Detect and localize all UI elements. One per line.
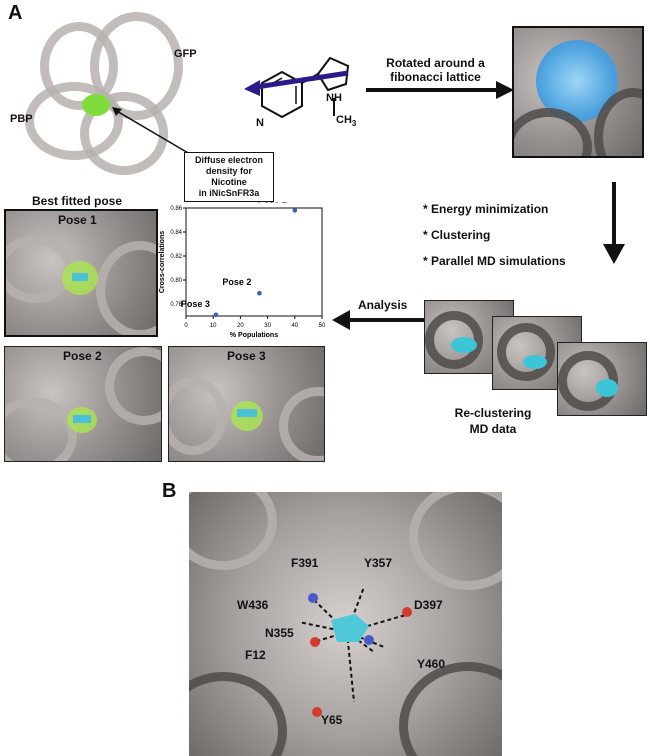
methyl-subscript: 3 (351, 119, 357, 129)
residue-f391: F391 (291, 556, 319, 570)
y-tick-label: 0.78 (170, 302, 182, 308)
pyridine-n-label: N (256, 117, 264, 129)
residue-w436: W436 (237, 598, 269, 612)
y-tick-label: 0.86 (170, 206, 182, 212)
panel-a-letter: A (8, 2, 23, 24)
data-point-label: Pose 2 (222, 277, 251, 287)
rotated-line-2: fibonacci lattice (390, 70, 481, 84)
lattice-sampling-image (512, 26, 644, 158)
callout-pointer (112, 107, 196, 158)
methyl-ch-text: CH (336, 114, 352, 126)
x-axis-label: % Populations (230, 332, 278, 339)
residue-d397: D397 (414, 598, 443, 612)
y-tick-label: 0.80 (170, 278, 182, 284)
panel-b-letter: B (162, 480, 177, 502)
residue-f12: F12 (245, 648, 266, 662)
step-clustering: * Clustering (423, 228, 491, 242)
electron-density-callout: Diffuse electron density for Nicotine in… (184, 152, 274, 202)
rotated-label: Rotated around a fibonacci lattice (368, 56, 503, 84)
data-point-label: Pose 3 (181, 299, 210, 309)
step-parallel-md: * Parallel MD simulations (423, 254, 566, 268)
analysis-label: Analysis (358, 298, 408, 312)
methyl-label: CH3 (336, 114, 356, 128)
residue-n355: N355 (265, 626, 294, 640)
pose-3-title: Pose 3 (227, 349, 266, 363)
callout-line-4: in iNicSnFR3a (198, 188, 260, 198)
nicotine-density-blob (82, 94, 110, 116)
pose-1-image: Pose 1 (4, 209, 158, 337)
best-fitted-title: Best fitted pose (32, 194, 123, 208)
pose-1-title: Pose 1 (58, 213, 97, 227)
x-tick-label: 20 (237, 323, 244, 329)
pose-3-image: Pose 3 (168, 346, 325, 462)
cross-correlation-scatter: 0 10 20 30 40 50 0.78 0.80 0.82 0.84 0.86 % Populat… (159, 202, 326, 339)
y-tick-label: 0.84 (170, 230, 182, 236)
x-tick-label: 0 (184, 323, 188, 329)
data-point-label: Pose 1 (258, 202, 287, 204)
process-steps: * Energy minimization * Clustering * Par… (423, 196, 566, 274)
recluster-line-1: Re-clustering (454, 406, 532, 420)
callout-line-1: Diffuse electron (194, 155, 263, 165)
x-tick-label: 10 (210, 323, 217, 329)
down-arrow-icon (603, 182, 625, 264)
data-point (292, 208, 298, 213)
gfp-label: GFP (174, 48, 197, 60)
recluster-line-2: MD data (469, 422, 517, 436)
binding-site-image: F391 Y357 W436 D397 N355 F12 Y460 Y65 (189, 492, 502, 756)
pose-2-title: Pose 2 (63, 349, 102, 363)
protein-structure-image (20, 12, 183, 175)
x-tick-label: 40 (291, 323, 298, 329)
nicotine-molecule (244, 56, 350, 119)
amine-nh-label: NH (326, 92, 342, 104)
callout-line-2: density for (205, 166, 252, 176)
rotated-line-1: Rotated around a (386, 56, 485, 70)
recluster-label: Re-clustering MD data (438, 405, 548, 437)
callout-line-3: Nicotine (211, 177, 247, 187)
residue-y357: Y357 (364, 556, 393, 570)
x-tick-label: 50 (319, 323, 326, 329)
right-arrow-icon (366, 81, 514, 99)
md-snapshot-3 (557, 342, 647, 416)
y-tick-label: 0.82 (170, 254, 182, 260)
step-energy-minimization: * Energy minimization (423, 202, 549, 216)
residue-y460: Y460 (417, 657, 446, 671)
residue-y65: Y65 (321, 713, 343, 727)
pbp-label: PBP (10, 113, 33, 125)
hbond-network (298, 586, 412, 717)
data-point (257, 290, 262, 296)
x-tick-label: 30 (264, 323, 271, 329)
data-point (213, 312, 219, 318)
plot-area (185, 207, 323, 317)
y-axis-label: Cross-correlations (159, 231, 166, 293)
left-arrow-icon (332, 310, 424, 330)
pose-2-image: Pose 2 (4, 346, 162, 462)
